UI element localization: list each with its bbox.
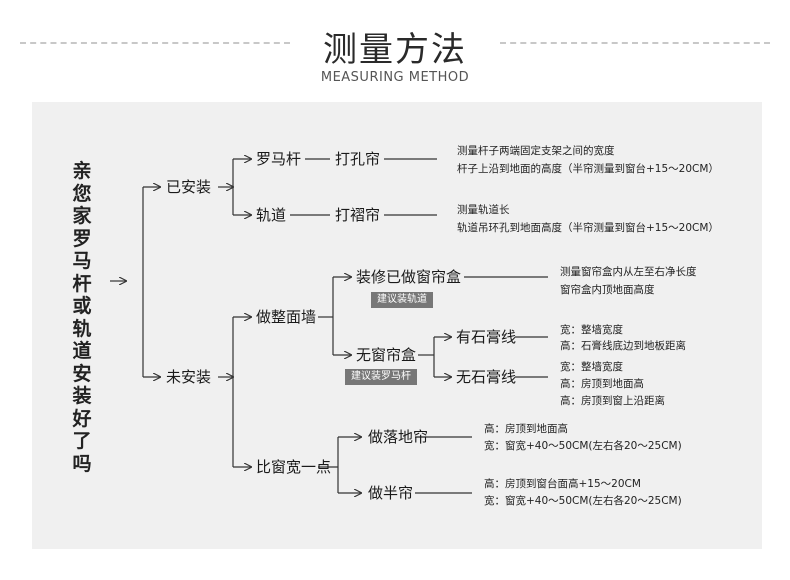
question-char: 安: [72, 362, 92, 385]
with-plaster-line-node: 有石膏线: [456, 328, 517, 346]
rod-note-width: 测量杆子两端固定支架之间的宽度: [457, 145, 615, 157]
question-char: 马: [72, 250, 92, 272]
question-char: 好: [72, 407, 92, 430]
roman-rod-node: 罗马杆: [256, 150, 302, 168]
question-char: 吗: [72, 452, 92, 475]
question-char: 杆: [72, 272, 92, 295]
floor-note-width: 宽：窗宽+40～50CM(左右各20～25CM): [484, 440, 682, 452]
whole-wall-node: 做整面墙: [256, 308, 317, 326]
question-char: 亲: [72, 160, 92, 182]
page-title: 测量方法: [323, 30, 467, 70]
question-text: 亲 您 家 罗 马 杆 或 轨 道 安 装 好 了 吗: [70, 160, 94, 475]
wider-than-window-node: 比窗宽一点: [256, 458, 332, 476]
page-subtitle: MEASURING METHOD: [320, 70, 470, 85]
floor-note-height: 高：房顶到地面高: [484, 423, 568, 435]
track-node: 轨道: [256, 206, 287, 224]
plaster-note-width: 宽：整墙宽度: [560, 324, 623, 336]
half-curtain-node: 做半帘: [368, 484, 414, 502]
track-note-length: 测量轨道长: [457, 204, 510, 216]
no-plaster-note-height: 高：房顶到地面高: [560, 378, 644, 390]
not-installed-node: 未安装: [166, 368, 212, 386]
box-note-height: 窗帘盒内顶地面高度: [560, 284, 655, 296]
suggest-track-tag: 建议装轨道: [371, 292, 433, 308]
diagram-panel: [32, 102, 762, 549]
suggest-rod-tag: 建议装罗马杆: [345, 369, 417, 385]
question-char: 或: [72, 295, 92, 317]
question-char: 装: [72, 385, 92, 407]
question-char: 轨: [72, 317, 92, 340]
question-char: 了: [72, 430, 92, 452]
title-divider-left: [20, 42, 290, 44]
no-plaster-note-width: 宽：整墙宽度: [560, 361, 623, 373]
no-plaster-note-window: 高：房顶到窗上沿距离: [560, 395, 665, 407]
no-curtain-box-node: 无窗帘盒: [356, 346, 417, 364]
half-note-height: 高：房顶到窗台面高+15～20CM: [484, 478, 641, 490]
question-char: 家: [72, 205, 92, 227]
track-note-height: 轨道吊环孔到地面高度（半帘测量到窗台+15～20CM）: [457, 222, 719, 234]
rod-note-height: 杆子上沿到地面的高度（半帘测量到窗台+15～20CM）: [457, 163, 719, 175]
box-note-length: 测量窗帘盒内从左至右净长度: [560, 266, 697, 278]
half-note-width: 宽：窗宽+40～50CM(左右各20～25CM): [484, 495, 682, 507]
title-divider-right: [500, 42, 770, 44]
curtain-box-node: 装修已做窗帘盒: [356, 268, 462, 286]
plaster-note-height: 高：石膏线底边到地板距离: [560, 340, 686, 352]
floor-curtain-node: 做落地帘: [368, 428, 429, 446]
pleated-curtain-node: 打褶帘: [335, 206, 381, 224]
without-plaster-line-node: 无石膏线: [456, 368, 517, 386]
grommet-curtain-node: 打孔帘: [335, 150, 381, 168]
question-char: 您: [72, 182, 92, 205]
question-char: 道: [72, 340, 92, 362]
installed-node: 已安装: [166, 178, 212, 196]
question-char: 罗: [72, 227, 92, 250]
